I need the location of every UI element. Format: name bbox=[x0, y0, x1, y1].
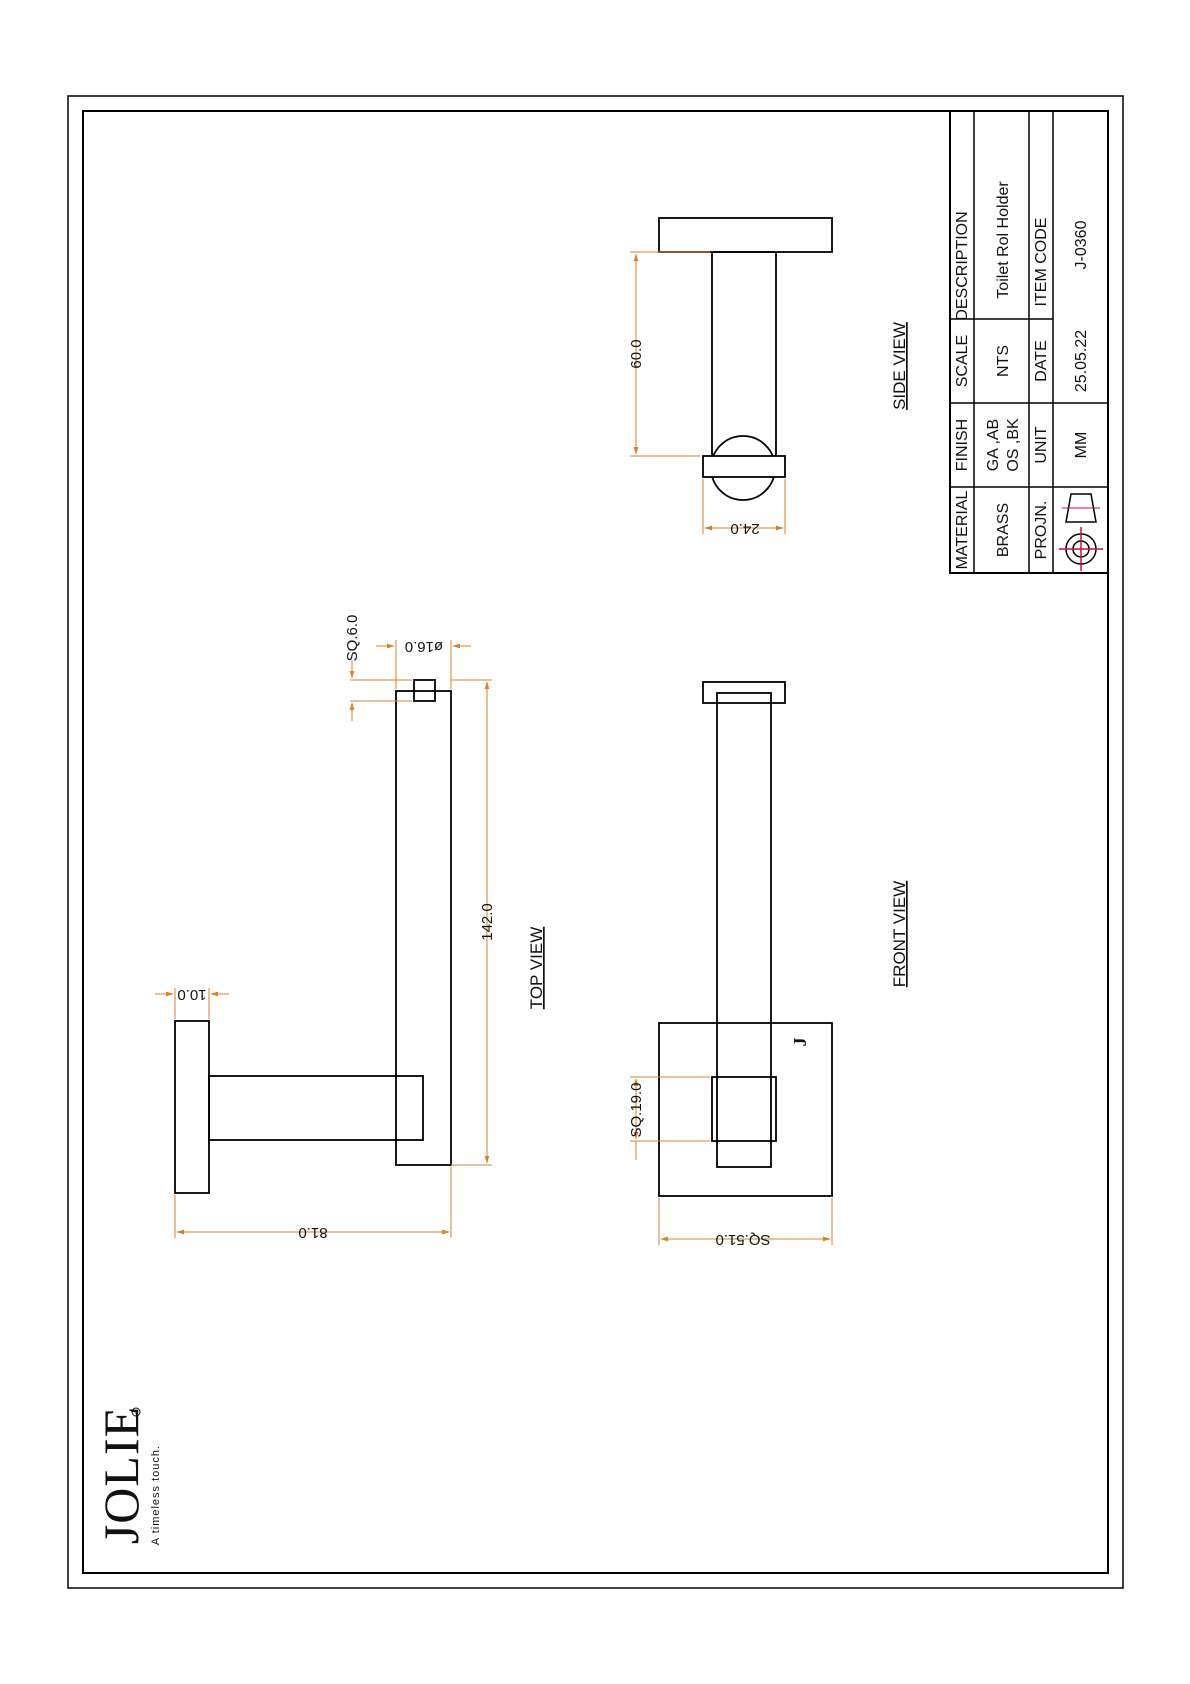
front-view-title: FRONT VIEW bbox=[890, 881, 909, 987]
value-material: BRASS bbox=[995, 503, 1012, 557]
value-item-code: J-0360 bbox=[1073, 220, 1090, 269]
header-finish: FINISH bbox=[954, 419, 971, 471]
header-scale: SCALE bbox=[954, 335, 971, 387]
dim-60-label: 60.0 bbox=[628, 339, 645, 368]
dim-81-label: 81.0 bbox=[298, 1224, 327, 1241]
top-view-arm bbox=[208, 1075, 424, 1141]
header-item-code: ITEM CODE bbox=[1033, 218, 1050, 307]
value-unit: MM bbox=[1073, 432, 1090, 459]
top-view-tip-square bbox=[413, 679, 436, 702]
value-scale: NTS bbox=[995, 345, 1012, 377]
dim-sq51-label: SQ.51.0 bbox=[715, 1231, 770, 1248]
front-view: J SQ.19.0 SQ.51.0 FRONT VIEW bbox=[628, 681, 909, 1248]
side-view: 60.0 24.0 SIDE VIEW bbox=[628, 217, 909, 537]
front-view-post-square bbox=[711, 1076, 777, 1142]
dim-sq19-label: SQ.19.0 bbox=[628, 1082, 645, 1137]
dim-dia16-label: ø16.0 bbox=[405, 638, 443, 655]
side-view-wall-plate bbox=[658, 217, 833, 253]
brand-logo: JOLIE A timeless touch. bbox=[93, 1406, 162, 1545]
value-finish-line1: GA ,AB bbox=[985, 419, 1002, 471]
title-block: MATERIAL FINISH SCALE DESCRIPTION BRASS … bbox=[949, 110, 1109, 574]
brand-mark-icon: J bbox=[790, 1038, 810, 1047]
dim-10-label: 10.0 bbox=[177, 986, 206, 1003]
side-view-tip-cap bbox=[702, 455, 786, 478]
logo-text: JOLIE bbox=[93, 1406, 149, 1544]
header-material: MATERIAL bbox=[954, 490, 971, 569]
logo-tagline: A timeless touch. bbox=[150, 1445, 162, 1545]
header-projection: PROJN. bbox=[1033, 501, 1050, 560]
header-description: DESCRIPTION bbox=[954, 211, 971, 320]
front-view-roll-bar bbox=[716, 692, 772, 1168]
side-view-arm bbox=[711, 251, 777, 467]
value-description: Toilet Rol Holder bbox=[995, 181, 1012, 299]
top-view-wall-plate bbox=[174, 1020, 210, 1194]
inner-frame bbox=[82, 110, 1109, 1574]
side-view-title: SIDE VIEW bbox=[890, 322, 909, 410]
front-view-tip-cap bbox=[702, 681, 786, 704]
value-finish-line2: OS ,BK bbox=[1005, 418, 1022, 472]
top-view-roll-bar bbox=[395, 690, 452, 1166]
top-view-title: TOP VIEW bbox=[527, 927, 546, 1010]
projection-symbol-icon bbox=[1059, 493, 1103, 571]
registered-mark-icon bbox=[131, 1407, 141, 1417]
dim-24-label: 24.0 bbox=[730, 520, 759, 537]
top-view: 142.0 81.0 10.0 SQ.6.0 ø16.0 TOP VIEW bbox=[155, 615, 546, 1241]
header-unit: UNIT bbox=[1033, 426, 1050, 464]
dim-142-label: 142.0 bbox=[479, 903, 496, 941]
dim-sq6-label: SQ.6.0 bbox=[344, 615, 361, 662]
header-date: DATE bbox=[1033, 340, 1050, 381]
value-date: 25.05.22 bbox=[1073, 330, 1090, 392]
outer-frame bbox=[67, 95, 1124, 1589]
front-view-wall-plate bbox=[658, 1022, 833, 1197]
